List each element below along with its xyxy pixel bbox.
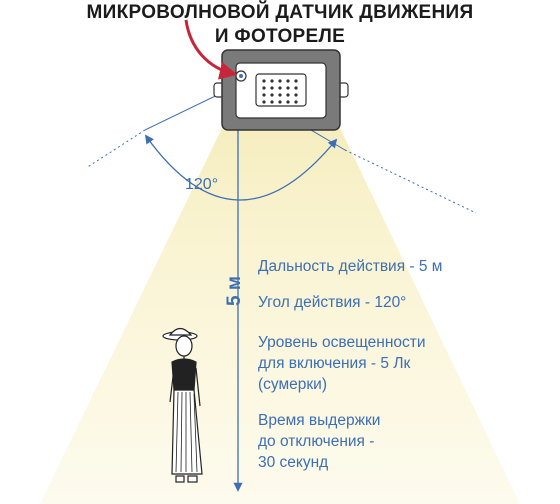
- title-line-2: И ФОТОРЕЛЕ: [214, 26, 346, 47]
- spec-illumination: Уровень освещенности для включения - 5 Л…: [258, 332, 426, 395]
- spec-illumination-line-1: Уровень освещенности: [258, 334, 426, 351]
- spec-range: Дальность действия - 5 м: [258, 256, 442, 277]
- person-figure: [162, 327, 203, 483]
- spec-delay-line-3: 30 секунд: [258, 454, 329, 471]
- spec-delay-line-2: до отключения -: [258, 433, 375, 450]
- spec-angle: Угол действия - 120°: [258, 292, 406, 313]
- spec-range-line: Дальность действия - 5 м: [258, 258, 443, 275]
- sensor-pointer-arrow: [184, 19, 238, 80]
- spec-illumination-line-2: для включения - 5 Лк: [258, 355, 411, 372]
- light-cone: [40, 128, 520, 504]
- distance-label: 5 м: [224, 276, 245, 306]
- floodlight-icon: [213, 49, 349, 131]
- spec-illumination-line-3: (сумерки): [258, 376, 327, 393]
- spec-angle-line: Угол действия - 120°: [258, 294, 407, 311]
- title-line-1: МИКРОВОЛНОВОЙ ДАТЧИК ДВИЖЕНИЯ: [86, 2, 474, 23]
- angle-label: 120°: [185, 176, 219, 193]
- spec-delay-line-1: Время выдержки: [258, 412, 381, 429]
- spec-delay: Время выдержки до отключения - 30 секунд: [258, 410, 380, 473]
